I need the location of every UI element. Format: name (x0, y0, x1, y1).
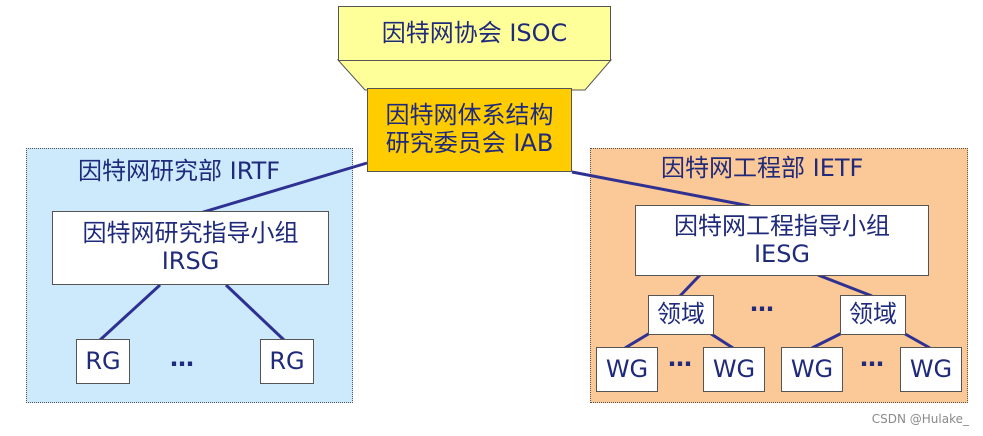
iesg-area2-line (817, 273, 873, 298)
wg-ellipsis-1: … (668, 344, 692, 372)
wg-ellipsis-2: … (860, 344, 884, 372)
wg-box-3: WG (781, 347, 843, 392)
irsg-rg1-line (98, 283, 162, 342)
irsg-label-line1: 因特网研究指导小组 (82, 219, 299, 248)
iab-label-line1: 因特网体系结构 (385, 101, 554, 130)
rg-label: RG (85, 346, 121, 375)
area-box-1: 领域 (648, 295, 714, 335)
irsg-label-line2: IRSG (161, 247, 220, 275)
ietf-title: 因特网工程部 IETF (661, 154, 864, 182)
isoc-funnel (336, 59, 613, 91)
area-label: 领域 (657, 300, 705, 329)
areas-ellipsis: … (750, 289, 774, 317)
wg-label: WG (712, 354, 756, 383)
watermark: CSDN @Hulake_ (871, 412, 969, 426)
rg-box-2: RG (260, 339, 314, 384)
rg-box-1: RG (76, 339, 130, 384)
isoc-label: 因特网协会 ISOC (381, 18, 568, 47)
area-box-2: 领域 (840, 295, 906, 335)
iesg-box: 因特网工程指导小组 IESG (635, 205, 929, 276)
wg-label: WG (909, 354, 953, 383)
iab-iesg-line (571, 170, 751, 208)
iesg-area1-line (678, 273, 702, 298)
isoc-box: 因特网协会 ISOC (338, 6, 611, 61)
wg-box-1: WG (596, 347, 658, 392)
iesg-label-line1: 因特网工程指导小组 (674, 211, 890, 240)
irsg-rg2-line (224, 283, 286, 342)
rg-label: RG (269, 346, 305, 375)
wg-box-4: WG (900, 347, 962, 392)
irtf-title: 因特网研究部 IRTF (78, 157, 281, 185)
iab-box: 因特网体系结构 研究委员会 IAB (367, 88, 572, 172)
rg-ellipsis: … (170, 344, 194, 372)
area-label: 领域 (849, 300, 897, 329)
iab-label-line2: 研究委员会 IAB (385, 129, 554, 157)
iab-irsg-line (199, 161, 368, 215)
wg-label: WG (605, 354, 649, 383)
wg-box-2: WG (703, 347, 765, 392)
irsg-box: 因特网研究指导小组 IRSG (52, 211, 329, 285)
wg-label: WG (790, 354, 834, 383)
iesg-label-line2: IESG (753, 239, 811, 268)
